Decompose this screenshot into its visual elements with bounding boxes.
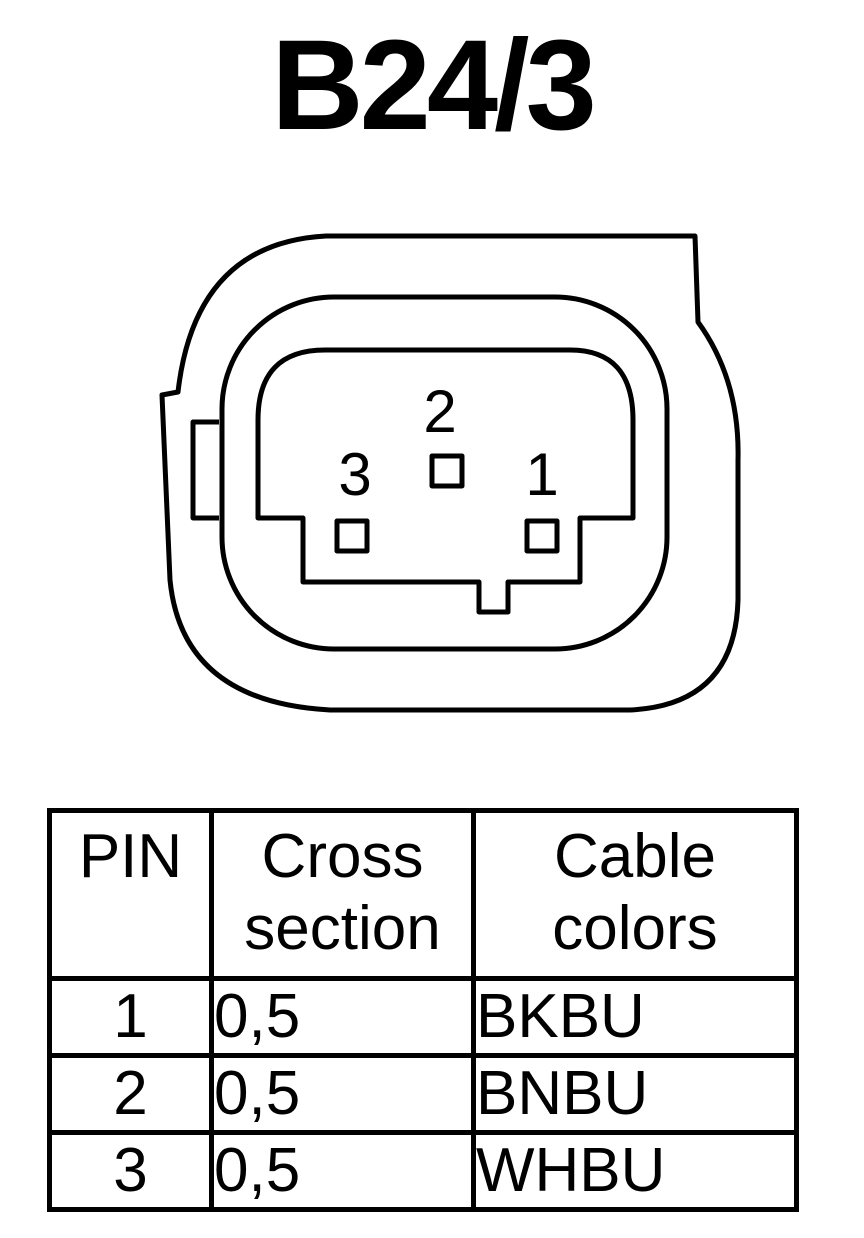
connector-seal-ring — [219, 294, 670, 652]
connector-title: B24/3 — [271, 14, 597, 157]
header-cable-colors-line1: Cable — [554, 822, 716, 891]
connector-pin-cavity — [255, 347, 636, 615]
table-row: 3 0,5 WHBU — [47, 1130, 799, 1212]
pin-1-contact — [524, 518, 560, 554]
header-cross-section-line1: Cross — [261, 822, 424, 891]
cross-section-cell: 0,5 — [209, 976, 476, 1058]
pin-number-cell: 3 — [47, 1130, 214, 1212]
pin-number-cell: 2 — [47, 1053, 214, 1135]
header-cable-colors-line2: colors — [552, 894, 718, 963]
table-row: 2 0,5 BNBU — [47, 1053, 799, 1135]
header-cross-section-line2: section — [244, 894, 441, 963]
cable-color-cell: BKBU — [471, 976, 799, 1058]
pin-2-label: 2 — [423, 378, 456, 445]
header-pin-label: PIN — [78, 822, 183, 891]
cross-section-cell: 0,5 — [209, 1053, 476, 1135]
pin-3-label: 3 — [338, 441, 371, 508]
header-pin: PIN — [47, 808, 214, 981]
connector-outer-housing — [159, 233, 741, 713]
cable-color-cell: BNBU — [471, 1053, 799, 1135]
table-header-row: PIN Cross section Cable colors — [47, 808, 799, 981]
connector-locking-tab — [190, 419, 219, 521]
pin-number-cell: 1 — [47, 976, 214, 1058]
table-row: 1 0,5 BKBU — [47, 976, 799, 1058]
header-cross-section: Cross section — [209, 808, 476, 981]
header-cable-colors: Cable colors — [471, 808, 799, 981]
pin-2-contact — [429, 453, 465, 489]
cross-section-cell: 0,5 — [209, 1130, 476, 1212]
connector-face-diagram: 2 3 1 — [159, 233, 741, 713]
cable-color-cell: WHBU — [471, 1130, 799, 1212]
pin-3-contact — [334, 518, 370, 554]
pin-assignment-table: PIN Cross section Cable colors 1 0,5 BKB… — [47, 808, 799, 1212]
pin-1-label: 1 — [525, 441, 558, 508]
